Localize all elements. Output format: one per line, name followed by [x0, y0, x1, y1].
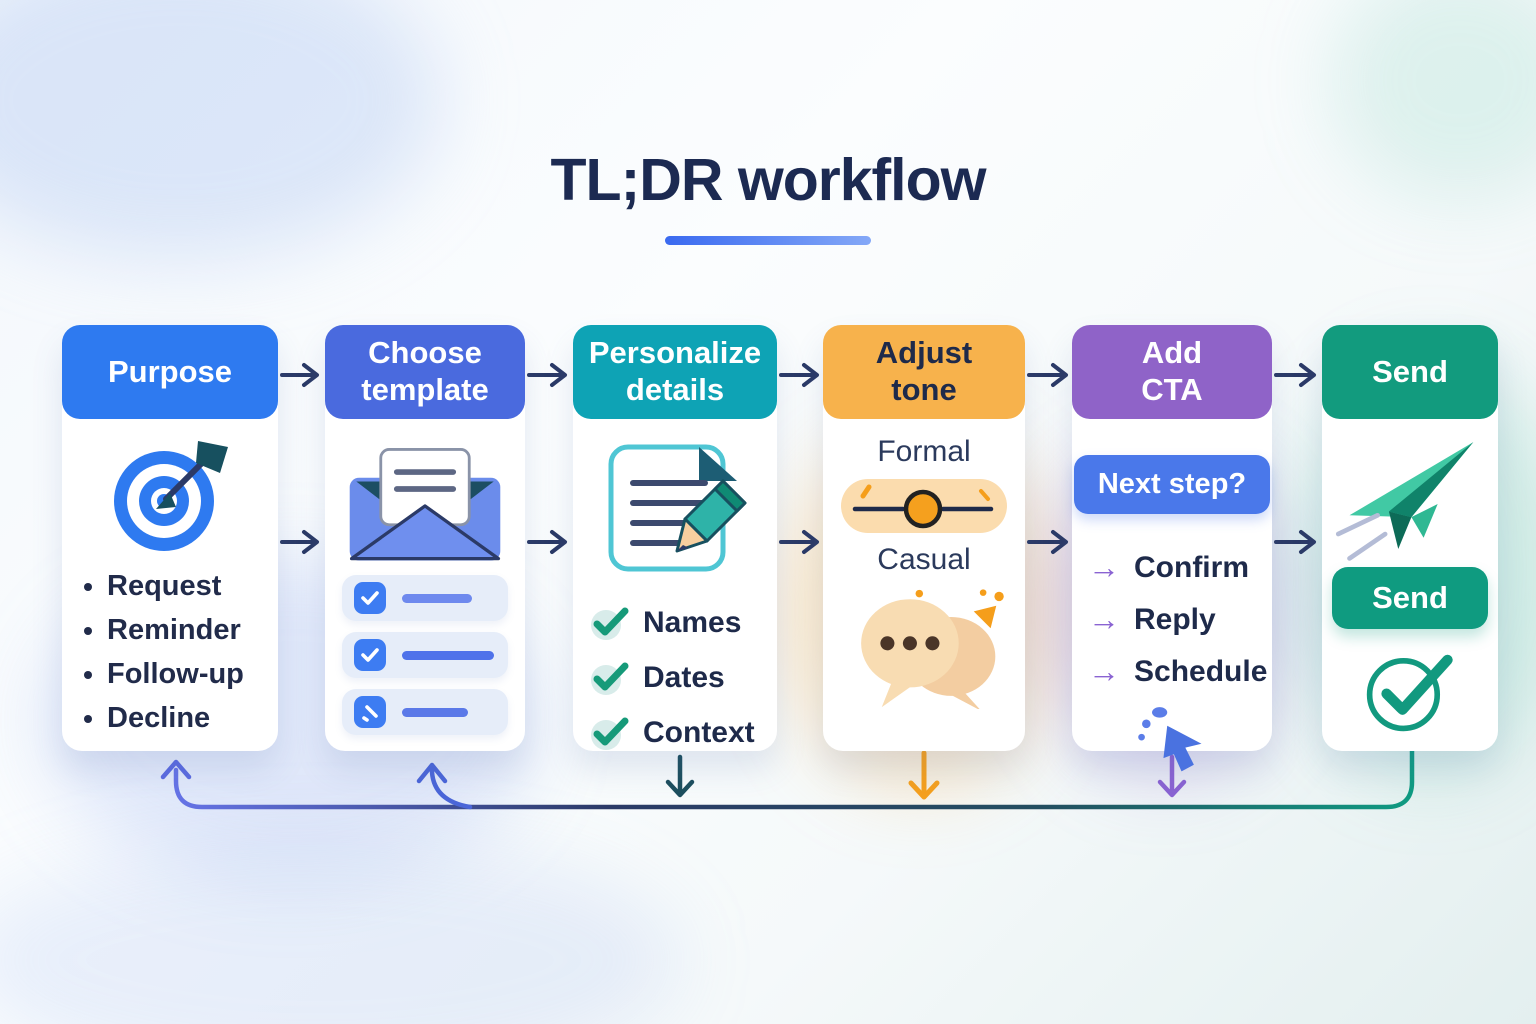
check-circle-icon: [1366, 654, 1453, 732]
card-choose-template-header: Choose template: [325, 325, 525, 419]
card-adjust-tone-header: Adjust tone: [823, 325, 1025, 419]
list-item: Dates: [589, 659, 777, 697]
loop-branch-up-arrow-icon: [416, 762, 473, 810]
checkbox-check-icon[interactable]: [354, 582, 386, 614]
card-adjust-tone: Adjust tone Formal Casual: [823, 325, 1025, 751]
checkbox-pencil-icon[interactable]: [354, 696, 386, 728]
personalize-list: Names Dates Context: [573, 587, 777, 769]
card-add-cta-header: Add CTA: [1072, 325, 1272, 419]
card-adjust-tone-title: Adjust tone: [875, 335, 973, 407]
next-step-button[interactable]: Next step?: [1073, 455, 1271, 514]
list-item: Reminder: [84, 614, 278, 647]
list-item: Names: [589, 604, 777, 642]
tone-label-formal: Formal: [877, 435, 971, 468]
list-item: Request: [84, 570, 278, 603]
tone-slider-icon[interactable]: [841, 479, 1007, 533]
card-personalize-details-title: Personalize details: [588, 335, 762, 407]
check-icon: [591, 662, 629, 695]
cursor-icon: [1138, 707, 1202, 772]
slider-knob[interactable]: [903, 489, 943, 529]
card-choose-template: Choose template: [325, 325, 525, 751]
list-item: → Confirm: [1088, 549, 1249, 585]
list-item: Decline: [84, 702, 278, 735]
template-option-list: [342, 575, 508, 735]
check-icon: [591, 607, 629, 640]
arrow-right-icon: →: [1088, 653, 1120, 689]
card-send-title: Send: [1372, 353, 1448, 389]
chat-bubbles-icon: [861, 589, 1004, 709]
bullet-icon: [84, 714, 92, 723]
tone-label-casual: Casual: [877, 543, 971, 576]
card-send-header: Send: [1322, 325, 1498, 419]
bullet-icon: [84, 582, 92, 591]
document-pencil-icon: [608, 444, 747, 572]
list-item: → Reply: [1088, 601, 1216, 637]
arrow-right-icon: →: [1088, 601, 1120, 637]
page-title: TL;DR workflow: [550, 147, 986, 213]
template-option-row[interactable]: [342, 632, 508, 678]
list-item: → Schedule: [1088, 653, 1268, 689]
down-arrow-personalize-icon: [665, 754, 695, 798]
text-placeholder-bar: [402, 593, 472, 603]
card-add-cta-title: Add CTA: [1141, 335, 1203, 407]
step-arrow-icons: [280, 363, 1316, 554]
arrow-right-icon: →: [1088, 549, 1120, 585]
bullet-icon: [84, 670, 92, 679]
feedback-loop-line: [173, 748, 1415, 810]
card-personalize-details: Personalize details: [573, 325, 777, 751]
list-item: Context: [589, 714, 777, 752]
card-send: Send Send: [1322, 325, 1498, 751]
envelope-icon: [349, 448, 501, 561]
card-purpose-title: Purpose: [107, 353, 233, 389]
text-placeholder-bar: [402, 650, 494, 660]
template-option-row[interactable]: [342, 575, 508, 621]
send-button[interactable]: Send: [1332, 567, 1488, 629]
bullet-icon: [84, 626, 92, 635]
card-personalize-details-header: Personalize details: [573, 325, 777, 419]
card-choose-template-title: Choose template: [361, 335, 489, 407]
text-placeholder-bar: [402, 707, 468, 717]
check-icon: [591, 717, 629, 750]
down-arrow-tone-icon: [908, 750, 940, 800]
list-item: Follow-up: [84, 658, 278, 691]
template-option-row[interactable]: [342, 689, 508, 735]
checkbox-check-icon[interactable]: [354, 639, 386, 671]
purpose-list: Request Reminder Follow-up Decline: [62, 559, 278, 746]
paper-plane-icon: [1335, 442, 1474, 561]
card-purpose: Purpose Request Reminder Follow-up Decli…: [62, 325, 278, 751]
down-arrow-cta-icon: [1157, 754, 1187, 798]
loop-up-arrow-icon: [160, 759, 192, 780]
target-icon: [114, 441, 228, 551]
card-add-cta: Add CTA Next step? → Confirm → Reply → S…: [1072, 325, 1272, 772]
title-underline: [665, 236, 871, 245]
cta-list: → Confirm → Reply → Schedule: [1072, 534, 1272, 705]
card-purpose-header: Purpose: [62, 325, 278, 419]
